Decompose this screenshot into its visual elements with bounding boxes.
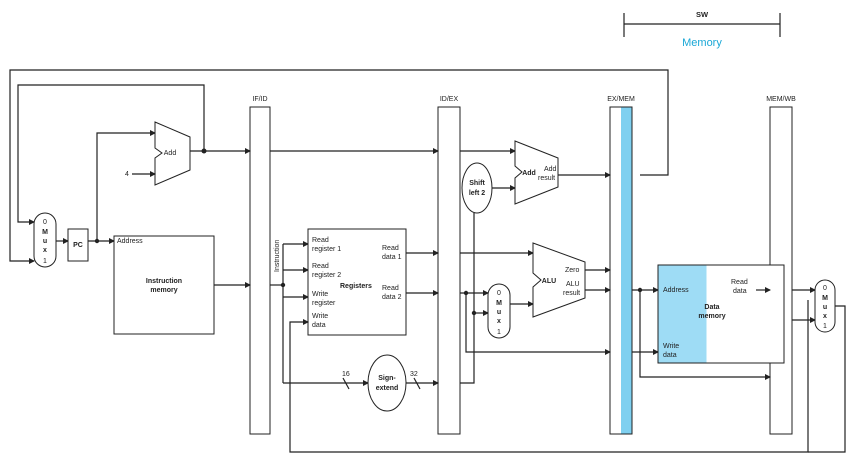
sign-in-bits: 16: [342, 371, 350, 378]
instruction-label: Instruction: [274, 240, 281, 272]
dmem-title-1: Data: [704, 304, 719, 311]
dmem-read-a: Read: [731, 279, 748, 286]
pc-mux-1: 1: [43, 258, 47, 265]
pc-mux-0: 0: [43, 219, 47, 226]
alu-result-a: ALU: [566, 281, 580, 288]
branch-result-b: result: [538, 175, 555, 182]
branch-target-wire: [9, 69, 669, 264]
alu-result-b: result: [563, 290, 580, 297]
sign-out-bits: 32: [410, 371, 418, 378]
wb-mux-m: M: [822, 295, 828, 302]
write-back-wire: [289, 300, 809, 453]
rr2-label-a: Read: [312, 263, 329, 270]
alu-mux-0: 0: [497, 290, 501, 297]
alu-zero-label: Zero: [565, 267, 580, 274]
stage-header: SW Memory: [623, 10, 781, 49]
data-memory-highlight: [658, 265, 707, 363]
rd2-label-b: data 2: [382, 294, 402, 301]
registers-title: Registers: [340, 283, 372, 290]
pc-adder-label: Add: [164, 150, 177, 157]
branch-adder-label: Add: [522, 170, 536, 177]
ex-mem-highlight: [621, 107, 632, 434]
mem-wb-label: MEM/WB: [766, 96, 796, 103]
alu: [532, 242, 586, 318]
register-file: [307, 228, 407, 336]
imem-address-label: Address: [117, 238, 143, 245]
dmem-address-label: Address: [663, 287, 689, 294]
rd1-label-b: data 1: [382, 254, 402, 261]
alu-title: ALU: [542, 278, 556, 285]
pc-mux: [33, 212, 57, 268]
rr1-label-b: register 1: [312, 246, 341, 253]
alu-mux-x: x: [497, 318, 501, 325]
pc-mux-u: u: [43, 238, 47, 245]
wr-label-b: register: [312, 300, 336, 307]
pc-label: PC: [73, 242, 83, 249]
imem-title-2: memory: [150, 287, 177, 294]
wb-mux-x: x: [823, 313, 827, 320]
id-ex-label: ID/EX: [440, 96, 459, 103]
alu-src-mux: [487, 283, 511, 339]
const-four: 4: [125, 171, 129, 178]
wb-mux-u: u: [823, 304, 827, 311]
sign-extend: [367, 354, 407, 412]
pc-plus4-wire: [17, 84, 205, 225]
instruction-memory: [113, 235, 215, 335]
instruction-name: SW: [696, 10, 709, 19]
rd2-label-a: Read: [382, 285, 399, 292]
dmem-read-b: data: [733, 288, 747, 295]
wb-mux-1: 1: [823, 323, 827, 330]
sign-extend-1: Sign-: [378, 375, 396, 382]
pc-mux-m: M: [42, 229, 48, 236]
wr-label-a: Write: [312, 291, 328, 298]
ex-mem-label: EX/MEM: [607, 96, 635, 103]
dmem-write-a: Write: [663, 343, 679, 350]
if-id-register: [249, 106, 271, 435]
sign-extend-2: extend: [376, 385, 399, 392]
branch-adder: [514, 140, 559, 205]
shift-left-2-label: left 2: [469, 190, 485, 197]
imem-title-1: Instruction: [146, 278, 182, 285]
alu-mux-1: 1: [497, 329, 501, 336]
stage-name: Memory: [682, 37, 722, 49]
wd-label-b: data: [312, 322, 326, 329]
dmem-write-b: data: [663, 352, 677, 359]
rr2-label-b: register 2: [312, 272, 341, 279]
wb-mux-0: 0: [823, 285, 827, 292]
if-id-label: IF/ID: [252, 96, 267, 103]
shift-left-1: Shift: [469, 180, 485, 187]
branch-result-a: Add: [544, 166, 557, 173]
rr1-label-a: Read: [312, 237, 329, 244]
pc-mux-x: x: [43, 247, 47, 254]
wd-label-a: Write: [312, 313, 328, 320]
rd1-label-a: Read: [382, 245, 399, 252]
pc-register: [67, 228, 89, 262]
alu-mux-u: u: [497, 309, 501, 316]
alu-mux-m: M: [496, 300, 502, 307]
dmem-title-2: memory: [698, 313, 725, 320]
id-ex-register: [437, 106, 461, 435]
shift-left-2: [461, 162, 493, 214]
